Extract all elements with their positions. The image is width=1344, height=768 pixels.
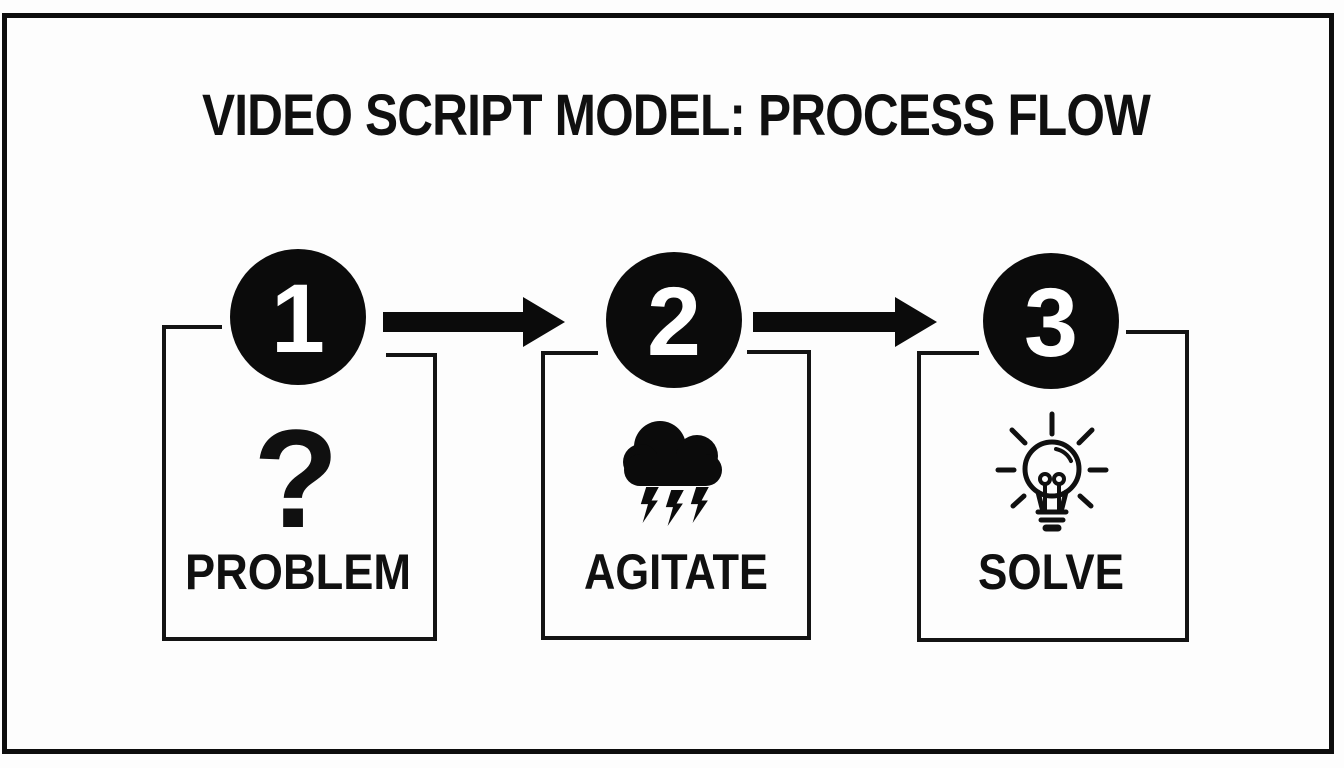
step-3: 3	[917, 253, 1189, 642]
diagram-title: VIDEO SCRIPT MODEL: PROCESS FLOW	[202, 83, 1151, 148]
step-label: PROBLEM	[185, 544, 411, 600]
step-label: SOLVE	[978, 544, 1124, 600]
step-2: 2 AGITATE	[541, 252, 811, 640]
step-box	[162, 325, 437, 641]
outer-frame	[2, 13, 1334, 754]
step-number: 1	[271, 264, 325, 373]
lightbulb-icon	[995, 411, 1109, 532]
step-number: 3	[1024, 268, 1078, 377]
step-box	[541, 350, 811, 640]
step-number-badge	[983, 253, 1119, 389]
step-1: 1 ? PROBLEM	[162, 249, 437, 641]
step-box	[917, 330, 1189, 642]
step-number: 2	[647, 267, 701, 376]
step-label: AGITATE	[584, 544, 768, 600]
arrow-right-icon	[383, 297, 565, 347]
question-mark-icon: ?	[253, 400, 339, 557]
arrow-right-icon	[753, 297, 937, 347]
step-number-badge	[230, 249, 366, 385]
storm-cloud-icon	[623, 421, 722, 526]
step-number-badge	[606, 252, 742, 388]
